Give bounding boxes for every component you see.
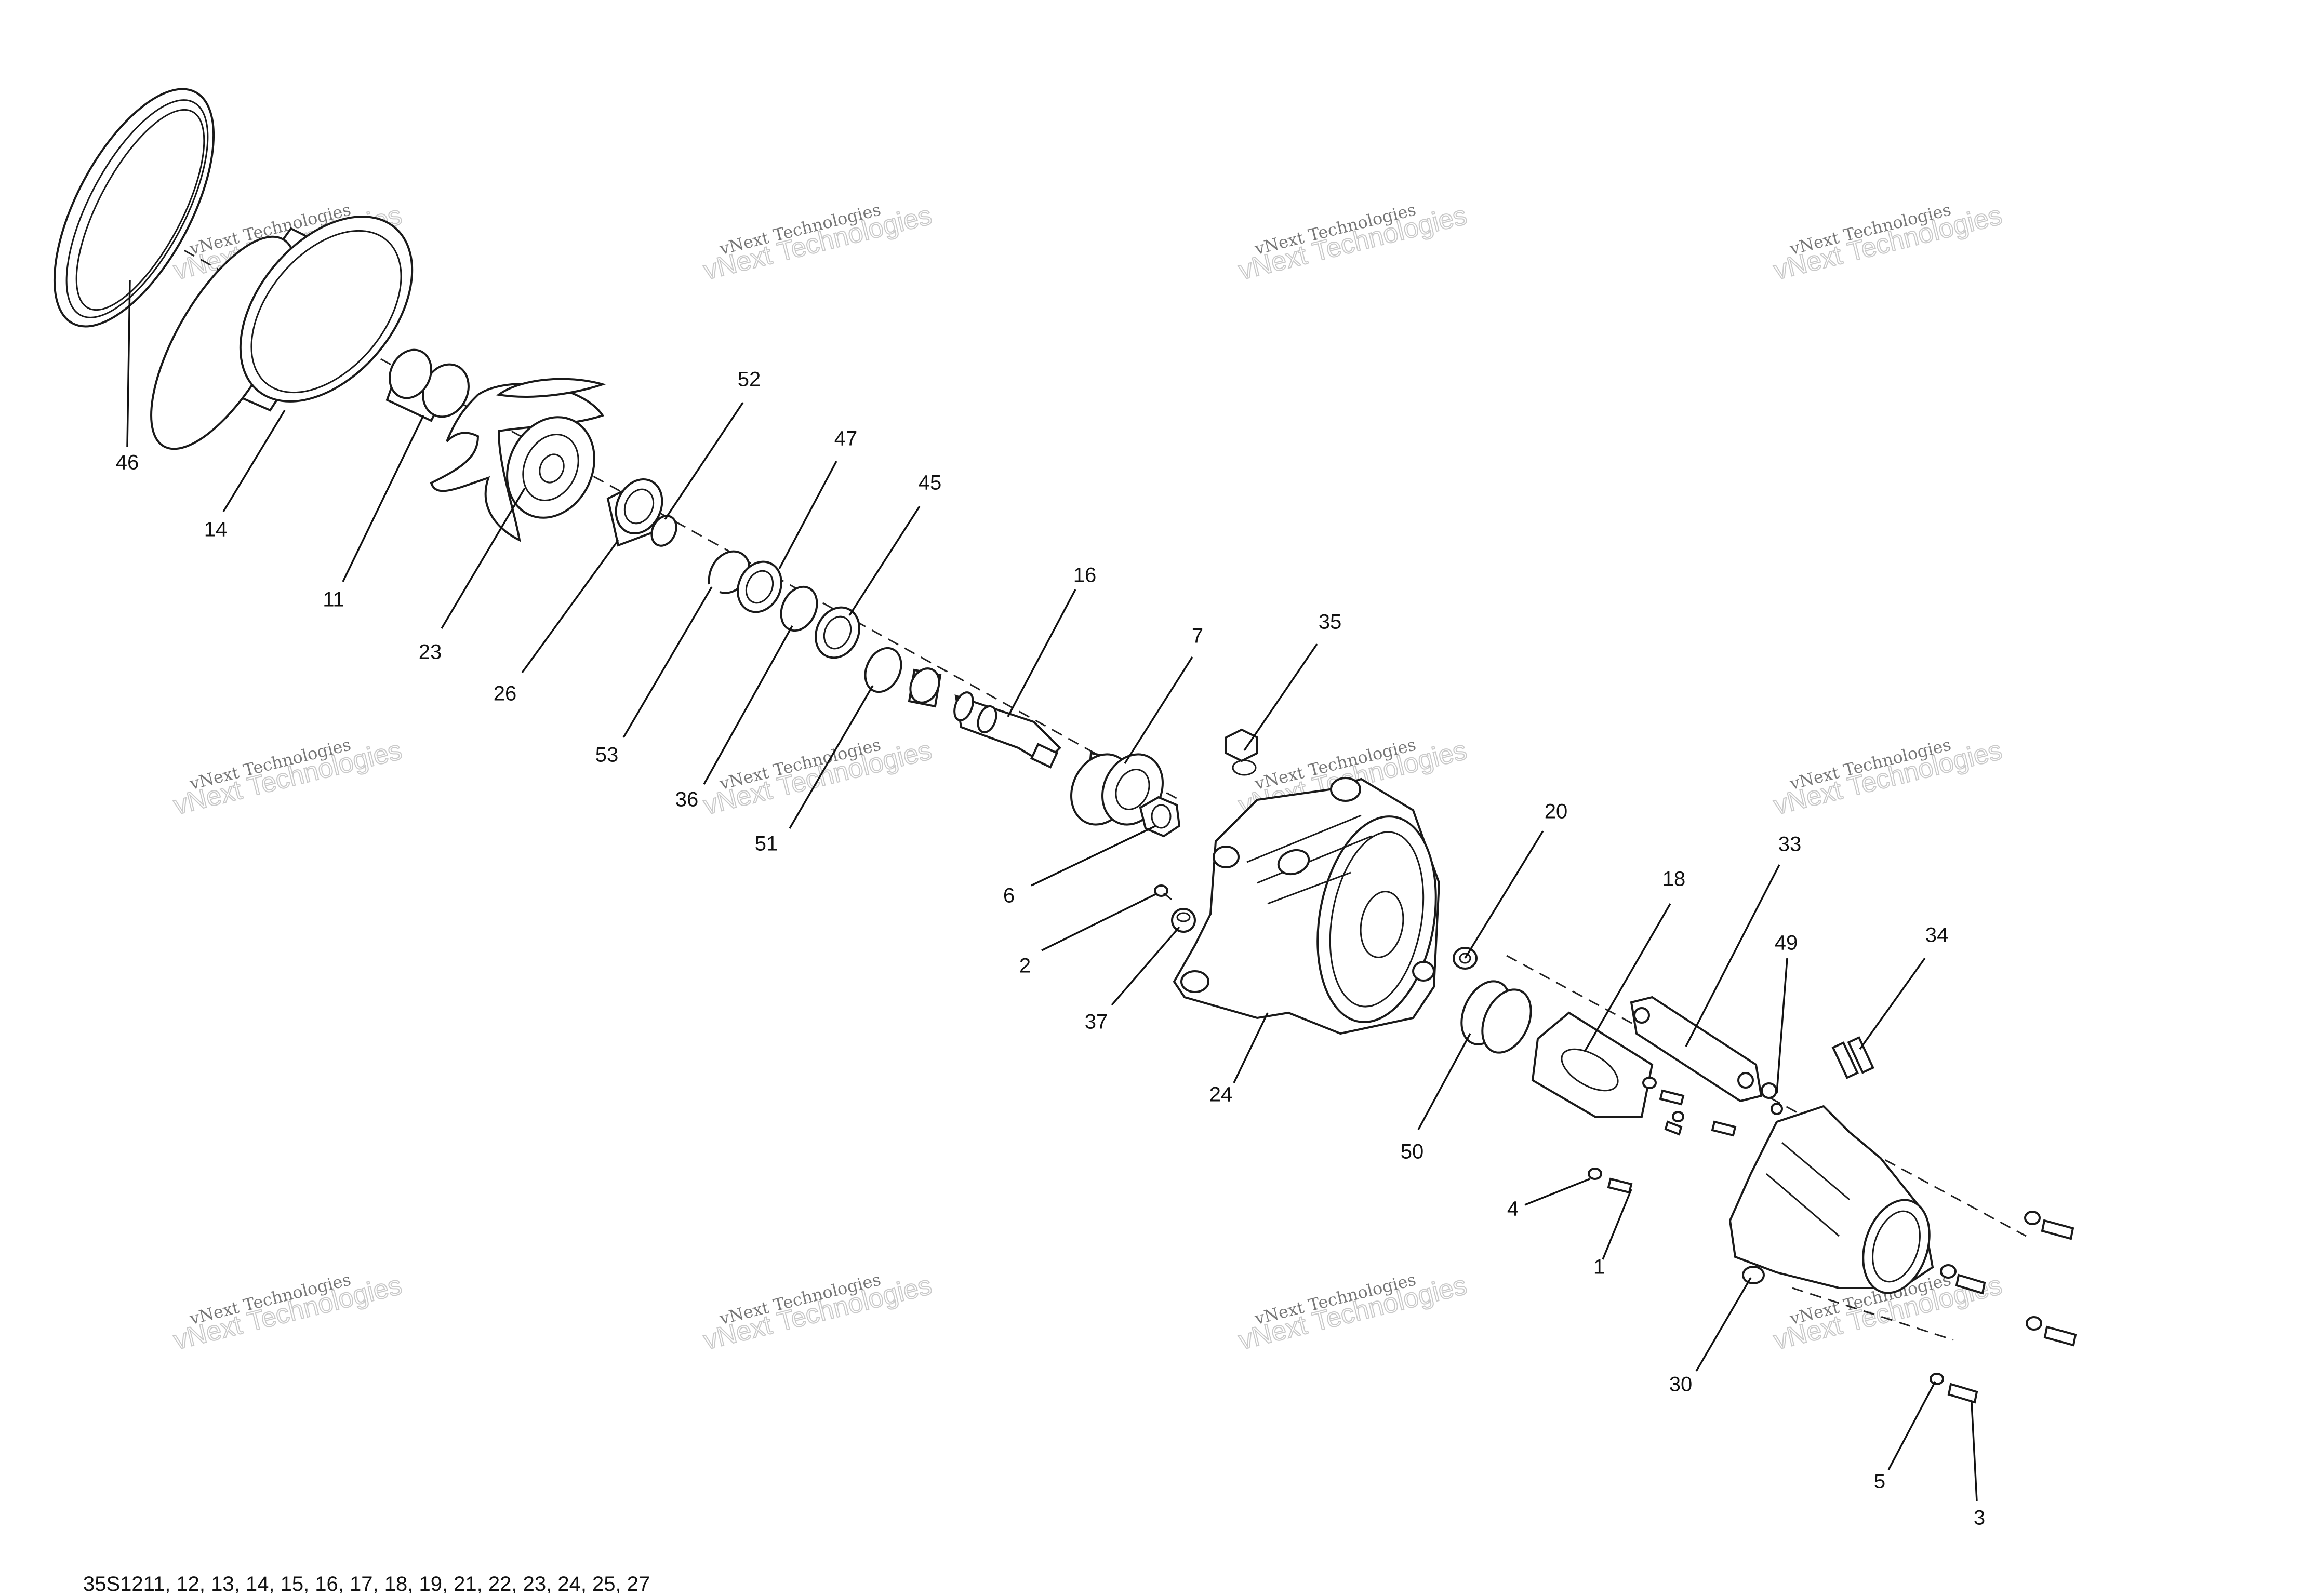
leader-52 xyxy=(664,402,744,520)
leader-5 xyxy=(1887,1381,1936,1470)
leader-lines xyxy=(126,280,1978,1501)
leader-37 xyxy=(1111,926,1180,1006)
part-47-seal xyxy=(737,560,782,613)
callout-16: 16 xyxy=(1073,564,1097,587)
callout-45: 45 xyxy=(919,472,942,494)
leader-49 xyxy=(1776,958,1788,1094)
callout-52: 52 xyxy=(738,368,761,391)
part-18-cone xyxy=(1531,1011,1654,1118)
callout-5: 5 xyxy=(1874,1470,1885,1493)
leader-3 xyxy=(1971,1402,1978,1501)
leader-45 xyxy=(848,506,921,616)
parts-layer xyxy=(53,88,2077,1404)
callout-24: 24 xyxy=(1209,1083,1233,1106)
callout-2: 2 xyxy=(1019,955,1031,977)
leader-23 xyxy=(441,488,526,629)
callout-53: 53 xyxy=(595,744,619,767)
callout-14: 14 xyxy=(204,518,228,541)
leader-24 xyxy=(1233,1012,1269,1083)
part-5-washers xyxy=(1930,1211,2042,1385)
assembly-axes xyxy=(135,222,2027,1341)
leader-34 xyxy=(1859,957,1926,1050)
part-33-bracket xyxy=(1630,996,1763,1103)
part-37-cap xyxy=(1171,908,1196,933)
callout-23: 23 xyxy=(419,641,442,664)
part-45-seal xyxy=(815,606,860,659)
callout-49: 49 xyxy=(1775,932,1798,955)
leader-6 xyxy=(1031,825,1156,887)
leader-14 xyxy=(222,410,286,512)
callout-18: 18 xyxy=(1662,868,1686,891)
callout-1: 1 xyxy=(1593,1256,1605,1279)
leader-11 xyxy=(342,415,424,582)
callout-46: 46 xyxy=(116,451,139,474)
part-49-nut xyxy=(1761,1082,1783,1115)
leader-1 xyxy=(1602,1189,1632,1260)
part-52-oring xyxy=(650,515,677,547)
callout-36: 36 xyxy=(675,788,699,811)
nozzle-axis-line xyxy=(1506,955,2027,1237)
callout-labels: 46 14 11 23 26 52 53 47 36 45 51 16 7 6 … xyxy=(116,368,1985,1530)
footer-model-note: 35S1211, 12, 13, 14, 15, 16, 17, 18, 19,… xyxy=(83,1573,650,1595)
callout-34: 34 xyxy=(1925,924,1949,947)
callout-37: 37 xyxy=(1085,1011,1108,1034)
leader-47 xyxy=(778,461,837,569)
callout-33: 33 xyxy=(1778,833,1802,856)
main-axis-line xyxy=(135,222,1180,801)
part-26-bearing-sleeve xyxy=(606,478,663,547)
part-46-ring xyxy=(53,88,215,328)
part-35-plug xyxy=(1225,728,1258,776)
part-50-orings xyxy=(1460,980,1532,1054)
leader-26 xyxy=(521,539,619,674)
callout-51: 51 xyxy=(755,833,778,855)
part-4-washers xyxy=(1588,1077,1684,1180)
leader-18 xyxy=(1584,903,1671,1052)
lower-fastener-axis-line xyxy=(1792,1287,1954,1341)
leader-2 xyxy=(1041,892,1158,951)
callout-47: 47 xyxy=(834,427,858,450)
leader-20 xyxy=(1464,830,1544,959)
callout-30: 30 xyxy=(1669,1373,1693,1396)
part-16-shaft xyxy=(953,691,1061,769)
leader-50 xyxy=(1417,1033,1471,1130)
callout-50: 50 xyxy=(1401,1141,1424,1163)
callout-35: 35 xyxy=(1319,611,1342,634)
callout-11: 11 xyxy=(323,588,344,611)
callout-7: 7 xyxy=(1192,625,1203,648)
leader-36 xyxy=(703,625,793,785)
part-14-sleeve xyxy=(150,216,414,450)
leader-16 xyxy=(1007,589,1076,717)
callout-26: 26 xyxy=(494,682,517,705)
part-2-screw xyxy=(1154,884,1172,901)
leader-51 xyxy=(789,685,874,829)
part-6-nut xyxy=(1139,796,1181,838)
leader-35 xyxy=(1243,643,1318,751)
part-30-nozzle xyxy=(1728,1105,1934,1294)
leader-46 xyxy=(126,280,131,447)
part-51-oring xyxy=(864,647,902,693)
leader-4 xyxy=(1524,1178,1590,1206)
part-3-bolts xyxy=(1947,1219,2077,1404)
callout-6: 6 xyxy=(1003,884,1015,907)
callout-3: 3 xyxy=(1974,1507,1985,1530)
part-34-pins xyxy=(1831,1036,1874,1079)
leader-7 xyxy=(1124,656,1193,764)
callout-20: 20 xyxy=(1545,800,1568,823)
part-11-boot xyxy=(385,348,470,422)
leader-53 xyxy=(622,586,713,738)
part-23-impeller xyxy=(430,378,606,542)
part-24-pump-housing xyxy=(1173,777,1441,1035)
callout-4: 4 xyxy=(1507,1198,1519,1221)
leader-33 xyxy=(1685,864,1780,1047)
leader-30 xyxy=(1695,1277,1752,1372)
part-spacer xyxy=(908,667,942,708)
part-1-bolts xyxy=(1607,1089,1737,1194)
